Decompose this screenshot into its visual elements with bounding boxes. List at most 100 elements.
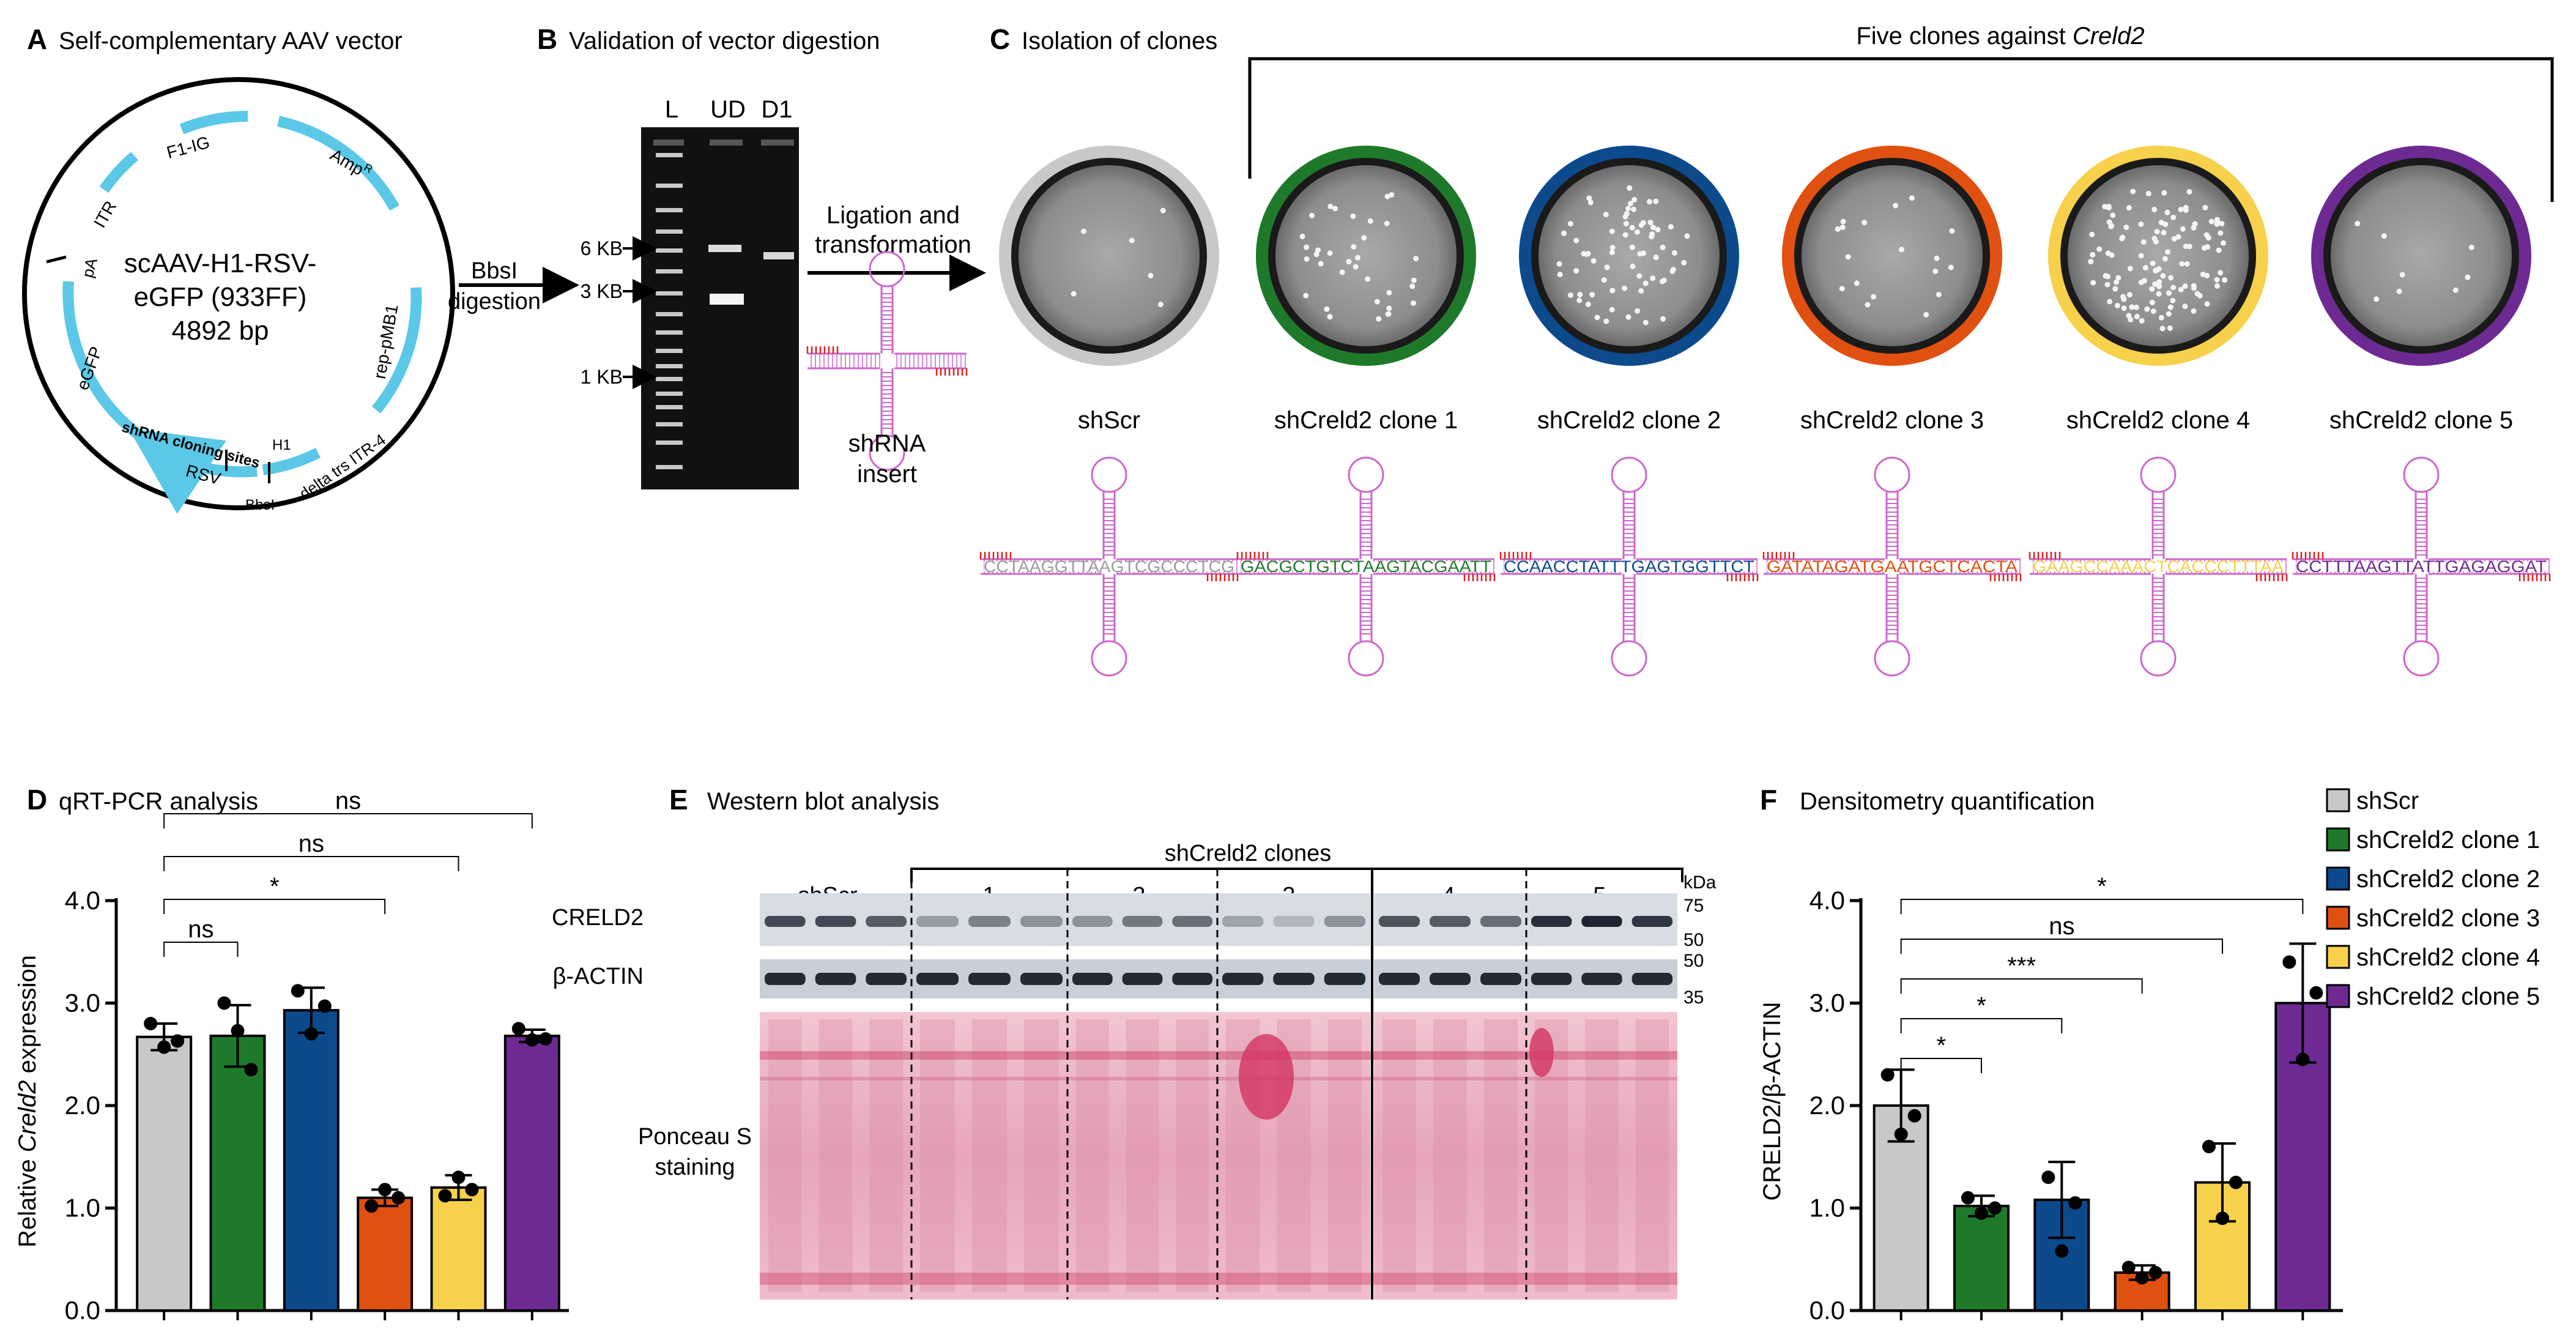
colony [2140, 239, 2147, 245]
ponceau-lane [1076, 1019, 1109, 1292]
creld2-band [1581, 916, 1622, 927]
colony [1660, 244, 1666, 250]
colony [1594, 314, 1600, 321]
colony [2166, 290, 2172, 296]
data-point-2 [304, 1027, 318, 1041]
colony [1386, 311, 1392, 317]
clone-hairpin-3-sequence: GATATAGATGAATGCTCACTA [1767, 557, 2017, 576]
clone-hairpin-1-bottom-hairpin [1348, 574, 1384, 677]
western-blots: shScr12345 [760, 869, 1677, 1300]
colony [1627, 185, 1633, 191]
colony [2134, 313, 2140, 319]
clone-hairpin-4-seq-bg [2033, 562, 2283, 571]
legend-label-2: shCreld2 clone 2 [2356, 866, 2540, 893]
clone-hairpin-3: GATATAGATGAATGCTCACTA [1762, 456, 2022, 677]
colony [2114, 279, 2120, 285]
colony [2170, 284, 2177, 291]
colony [2106, 219, 2112, 225]
colony [2183, 207, 2189, 213]
clone-hairpin-2-seq-bg [1504, 562, 1754, 571]
data-point-4 [465, 1183, 479, 1197]
colony [1411, 277, 1417, 283]
legend-label-3: shCreld2 clone 3 [2356, 905, 2540, 932]
colony [2158, 314, 2164, 321]
colony [1313, 251, 1320, 258]
colony [2154, 267, 2160, 273]
actin-band [1072, 973, 1113, 985]
clone-hairpin-5-top-hairpin [2403, 456, 2440, 559]
colony [1681, 259, 1687, 266]
ladder-band [656, 377, 683, 381]
colony [1623, 221, 1629, 227]
data-point-2 [2068, 1196, 2082, 1210]
y-tick-label: 2.0 [65, 1091, 100, 1120]
plate-agar [1802, 165, 1983, 346]
wb-group-label: shCreld2 clones [1165, 841, 1331, 866]
colony [2138, 221, 2144, 227]
ladder-band [656, 312, 683, 316]
creld2-band [916, 916, 959, 927]
colony [1861, 220, 1868, 226]
colony [2127, 292, 2133, 298]
bbsi-arrow-label: BbsI [471, 258, 518, 284]
colony [1609, 245, 1616, 251]
clone-hairpin-3-top-hairpin [1874, 456, 1910, 559]
data-point-2 [2041, 1170, 2055, 1184]
colony [1909, 195, 1915, 201]
significance-bracket-1 [163, 899, 386, 914]
colony [2104, 281, 2110, 288]
legend-label-4: shCreld2 clone 4 [2356, 944, 2540, 971]
colony [2121, 296, 2127, 302]
well-l [653, 139, 684, 146]
clone-hairpin-0-bottom-hairpin [1091, 574, 1127, 677]
colony [2164, 209, 2170, 215]
shrna-insert-hairpin [806, 251, 968, 471]
clone-label-2: shCreld2 clone 2 [1537, 407, 1721, 434]
data-point-1 [231, 1024, 245, 1038]
colony [2184, 261, 2190, 267]
data-point-2 [291, 984, 305, 998]
legend-swatch-5 [2326, 984, 2350, 1008]
colony [2110, 212, 2116, 218]
clone-hairpin-3-bottom-hairpin-loop [1874, 640, 1910, 677]
y-tick-label: 4.0 [65, 886, 100, 915]
mw-50b: 50 [1683, 951, 1704, 971]
colony [2156, 283, 2162, 289]
colony [1642, 280, 1649, 286]
colony [1923, 311, 1929, 318]
plate-agar [2331, 165, 2512, 346]
colony [1845, 254, 1851, 260]
colony [2200, 271, 2206, 277]
colony [1576, 297, 1583, 303]
clones-bracket [1248, 57, 2554, 202]
colony [1893, 203, 1899, 209]
clone-hairpin-2-top-hairpin-loop [1611, 456, 1647, 493]
panel-c: C Isolation of clones Five clones agains… [979, 23, 2554, 677]
ladder-band [656, 229, 683, 234]
colony [1622, 285, 1628, 291]
colony [2218, 230, 2224, 236]
creld2-band [1531, 916, 1572, 927]
colony [1567, 292, 1573, 298]
clone-hairpin-5: CCTTTAAGTTATTGAGAGGAT [2292, 456, 2551, 677]
clone-hairpin-0: CCTAAGGTTAAGTCGCCCTCG [979, 456, 1239, 677]
ladder-band [656, 422, 683, 426]
mw-50a: 50 [1683, 930, 1704, 950]
ponceau-label-2: staining [655, 1155, 735, 1180]
ponceau-lane [1635, 1019, 1669, 1292]
bar-0 [136, 1035, 193, 1312]
actin-band [916, 973, 959, 985]
clone-hairpin-4-top-hairpin-loop [2140, 456, 2177, 493]
colony [1324, 306, 1330, 312]
colony [2166, 311, 2172, 317]
colony [2112, 286, 2118, 292]
bar-2 [283, 1009, 340, 1312]
creld2-band [1020, 916, 1063, 927]
colony [1660, 316, 1666, 322]
colony [2165, 249, 2171, 255]
lane-ud-label: UD [710, 96, 746, 123]
creld2-band [968, 916, 1011, 927]
